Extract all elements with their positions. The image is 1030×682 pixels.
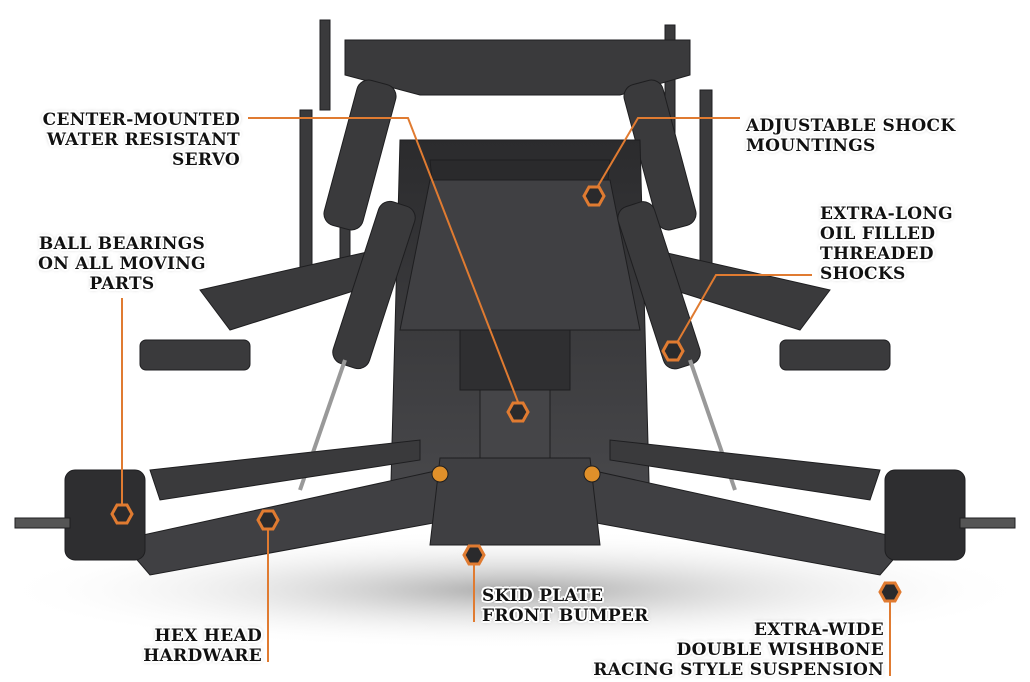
callout-line: PARTS xyxy=(89,274,155,294)
hex-markers xyxy=(110,185,902,603)
callout-line: OIL FILLED xyxy=(820,224,936,244)
callout-line: RACING STYLE SUSPENSION xyxy=(593,660,884,680)
ground-shadow xyxy=(0,530,1030,650)
callout-line: SERVO xyxy=(172,150,240,170)
callout-line: EXTRA-LONG xyxy=(820,204,953,224)
leader-lines xyxy=(121,117,891,676)
hex-marker-hardware-icon xyxy=(256,509,280,531)
hex-marker-bearing-icon xyxy=(110,503,134,525)
callout-line: HEX HEAD xyxy=(154,626,262,646)
chassis xyxy=(14,19,1016,576)
callout-line: FRONT BUMPER xyxy=(482,606,649,626)
callout-line: ON ALL MOVING xyxy=(38,254,206,274)
hex-marker-shock-mount-icon xyxy=(582,185,606,207)
hex-marker-shocks-icon xyxy=(661,340,685,362)
callout-suspension: EXTRA-WIDE DOUBLE WISHBONE RACING STYLE … xyxy=(560,620,884,680)
callout-line: HARDWARE xyxy=(143,646,262,666)
hex-marker-skid-icon xyxy=(462,544,486,566)
hex-marker-servo-icon xyxy=(506,401,530,423)
callout-servo: CENTER-MOUNTED WATER RESISTANT SERVO xyxy=(20,110,240,170)
hex-marker-suspension-icon xyxy=(878,581,902,603)
callout-line: MOUNTINGS xyxy=(746,136,876,156)
callout-hex-head: HEX HEAD HARDWARE xyxy=(100,626,262,666)
callout-line: DOUBLE WISHBONE xyxy=(676,640,884,660)
callout-line: SHOCKS xyxy=(820,264,906,284)
callout-line: EXTRA-WIDE xyxy=(754,620,884,640)
callout-shock-mountings: ADJUSTABLE SHOCK MOUNTINGS xyxy=(746,116,955,156)
callout-skid-plate: SKID PLATE FRONT BUMPER xyxy=(482,586,649,626)
callout-line: BALL BEARINGS xyxy=(38,234,206,254)
callout-ball-bearings: BALL BEARINGS ON ALL MOVING PARTS xyxy=(22,234,222,294)
callout-shocks: EXTRA-LONG OIL FILLED THREADED SHOCKS xyxy=(820,204,953,284)
callout-line: ADJUSTABLE SHOCK xyxy=(746,116,956,136)
callout-line: THREADED xyxy=(820,244,934,264)
callout-line: WATER RESISTANT xyxy=(46,130,240,150)
callout-line: SKID PLATE xyxy=(482,586,604,606)
callout-line: CENTER-MOUNTED xyxy=(42,110,240,130)
